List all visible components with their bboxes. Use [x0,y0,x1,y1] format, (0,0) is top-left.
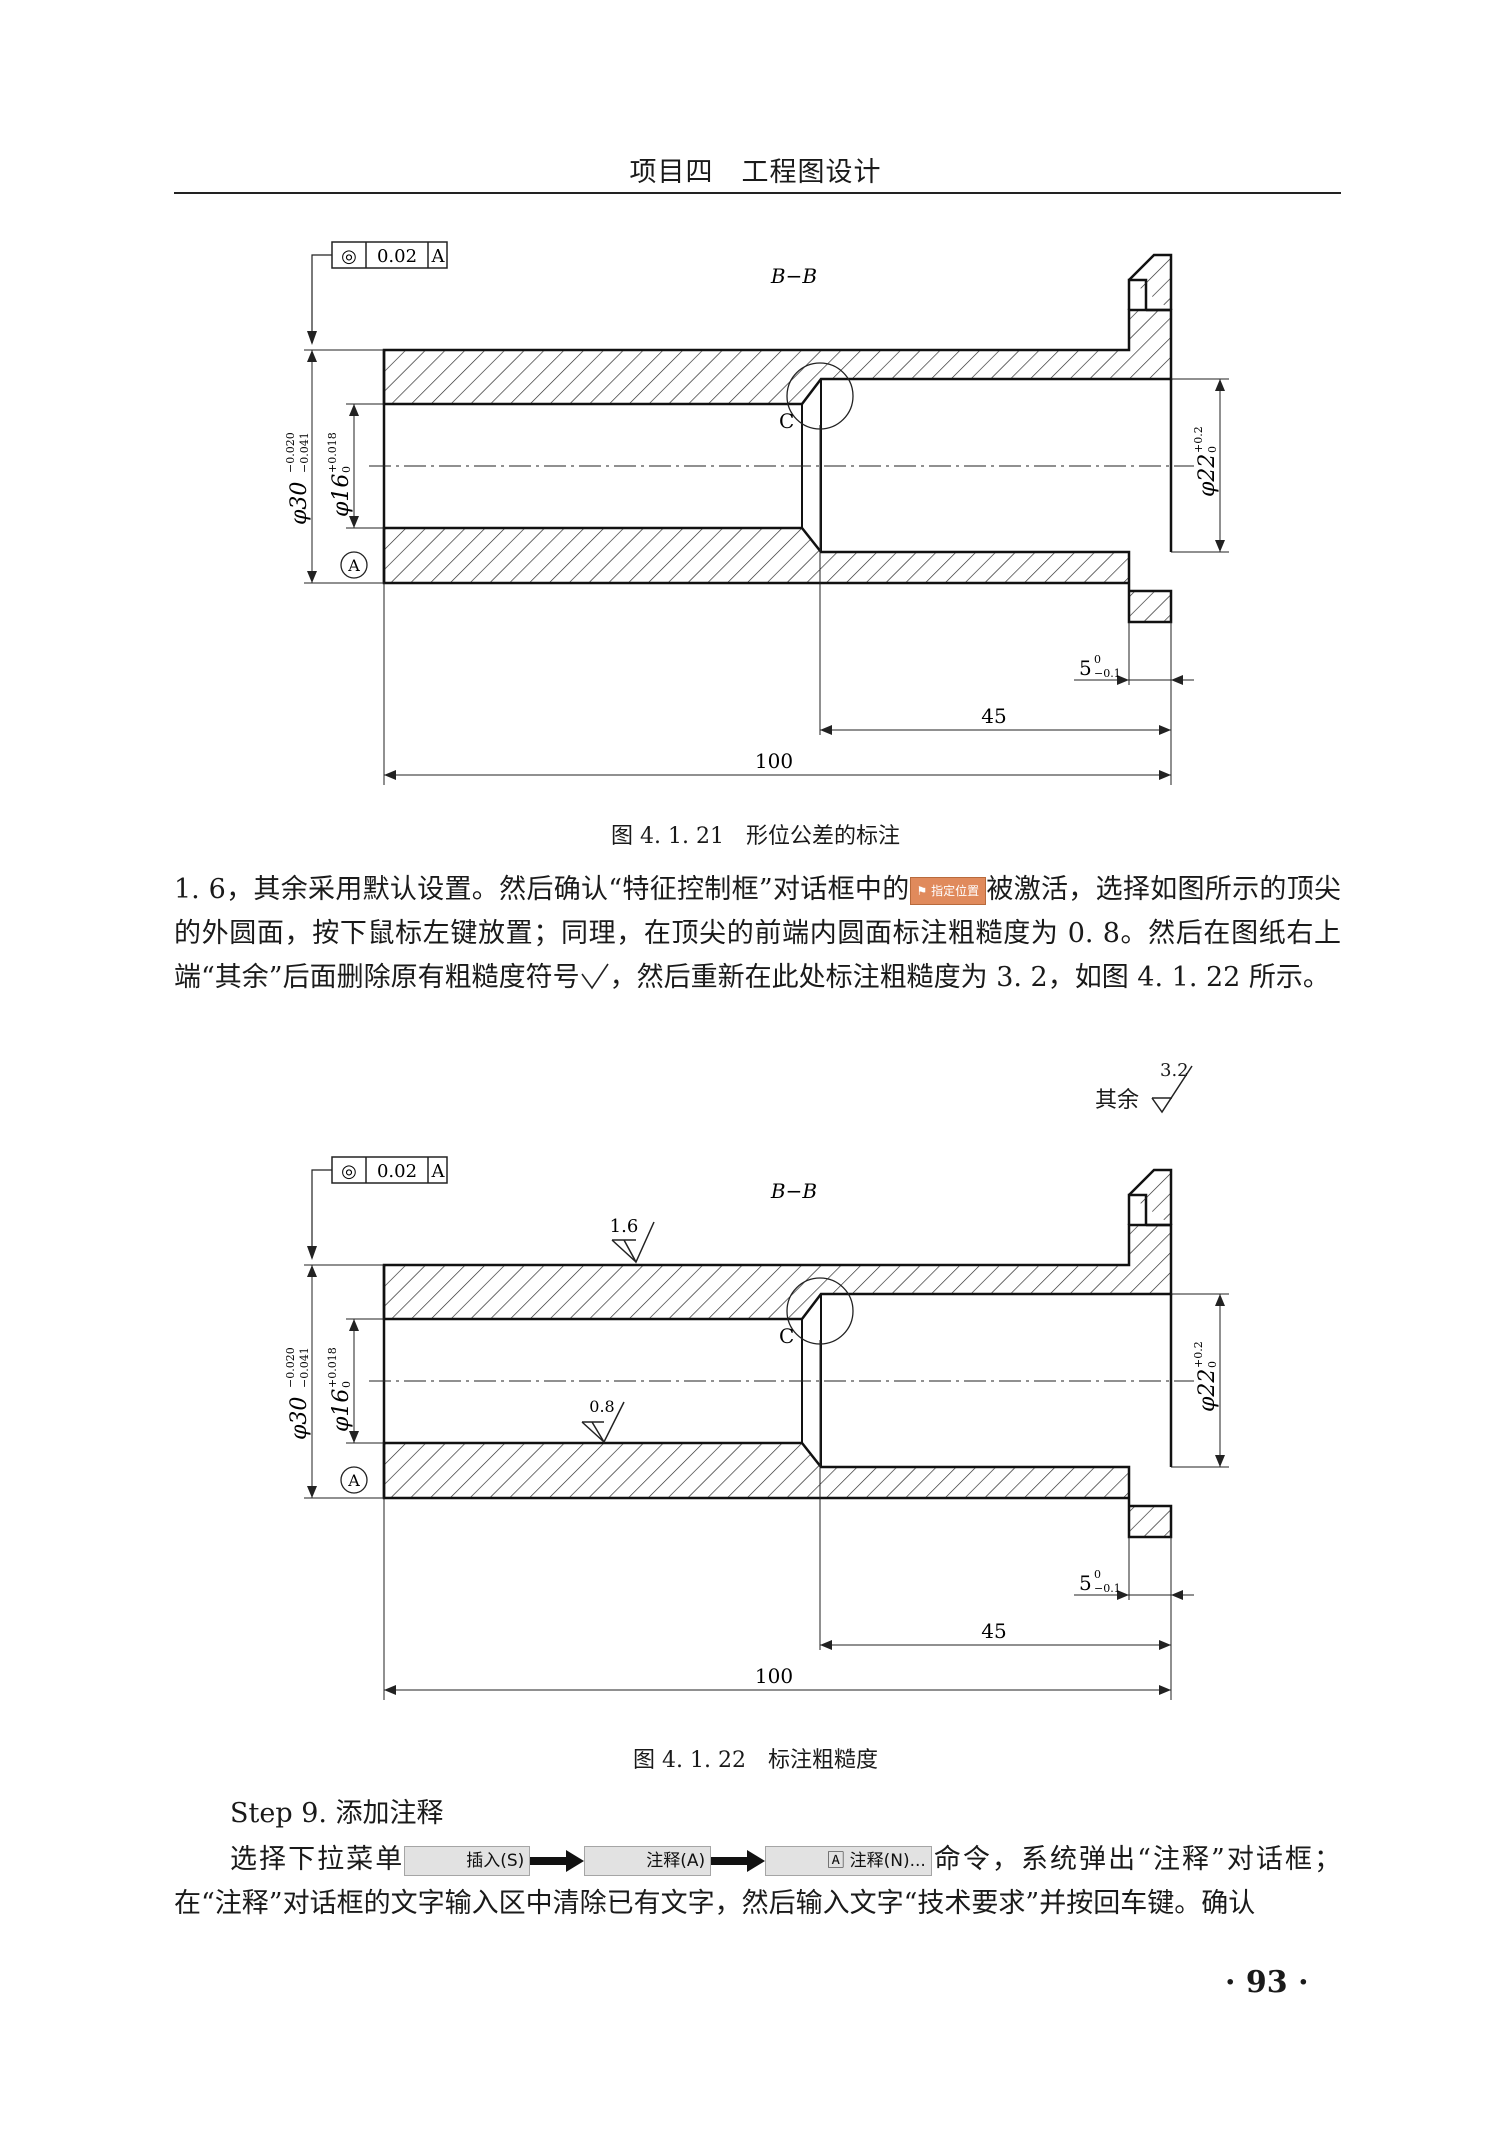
dim-phi16-upper: +0.018 [326,432,339,473]
section-label: B−B [770,264,817,288]
specify-location-button[interactable]: ⚑ 指定位置 [909,876,987,905]
remaining-roughness: 其余 3.2 [1090,1060,1210,1120]
flag-icon: ⚑ [916,883,932,898]
menu-note[interactable]: 🄰 注释(N)... [765,1845,932,1876]
dim-phi30: φ30 [287,482,312,525]
menu-note-label: 注释(N)... [849,1850,926,1871]
specify-location-label: 指定位置 [931,883,980,898]
paragraph-1-part2: 被激活，选择如图所示的顶尖的外圆面，按下鼠标左键放置；同理，在顶尖的前端内圆面标… [174,874,1341,993]
arrow-right-icon [711,1849,766,1872]
paragraph-2-rest: 命令，系统弹出“注释”对话框；在“注释”对话框的文字输入区中清除已有文字，然后输… [174,1844,1341,1919]
paragraph-1-part1: 1. 6，其余采用默认设置。然后确认“特征控制框”对话框中的 [174,874,910,905]
roughness-1-6: 1.6 [610,1216,655,1264]
chamfer-label: C [779,1324,794,1348]
dim-phi30-upper: −0.020 [284,1347,297,1388]
dim-phi30-lower: −0.041 [298,432,311,473]
left-dimensions-2: φ30 −0.020 −0.041 φ16 +0.018 0 A [284,1264,384,1499]
gdt-datum: A [431,246,446,267]
figure-2-drawing: ◎ 0.02 A B−B 1.6 C 0.8 [284,1156,1229,1700]
roughness-0-8: 0.8 [581,1397,625,1444]
running-header: 项目四 工程图设计 [629,157,882,188]
dim-phi16: φ16 [329,474,354,517]
gdt-tolerance: 0.02 [377,246,417,267]
figure-1-drawing: ◎ 0.02 A B−B C [284,241,1229,785]
concentricity-icon: ◎ [341,246,357,267]
step-title: Step 9. 添加注释 [230,1798,444,1829]
dim-45: 45 [981,704,1006,728]
dim-5: 5 [1079,1571,1092,1595]
dim-phi22-upper: +0.2 [1192,1341,1205,1368]
right-dimensions: φ22 +0.2 0 [1171,378,1229,553]
paragraph-1: 1. 6，其余采用默认设置。然后确认“特征控制框”对话框中的⚑ 指定位置被激活，… [174,868,1341,1000]
part-section-2: C [369,1168,1194,1539]
figure-1-caption: 图 4. 1. 21 形位公差的标注 [611,824,900,849]
datum-label: A [347,1471,360,1490]
datum-label: A [347,556,360,575]
right-dimensions-2: φ22 +0.2 0 [1171,1293,1229,1468]
dim-100: 100 [755,1664,793,1688]
figure-1: ◎ 0.02 A B−B C [174,225,1341,805]
dim-phi16-upper: +0.018 [326,1347,339,1388]
dim-phi22-upper: +0.2 [1192,426,1205,453]
roughness-3-2-icon [1151,1065,1193,1114]
dim-phi22-lower: 0 [1206,1361,1219,1368]
bottom-dimensions-2: 5 0 −0.1 45 100 [383,1340,1194,1700]
gdt-tolerance: 0.02 [377,1161,417,1182]
part-section: C [369,253,1194,624]
dim-phi16-lower: 0 [340,466,353,473]
remaining-roughness-value: 3.2 [1160,1060,1189,1081]
gdt-frame: ◎ 0.02 A [307,241,448,345]
dim-5-upper: 0 [1094,1568,1101,1581]
roughness-symbol-icon [580,963,609,990]
dim-45: 45 [981,1619,1006,1643]
page-number: · 93 · [1225,1965,1309,2000]
figure-2: ◎ 0.02 A B−B 1.6 C 0.8 [174,1140,1341,1720]
dim-phi22-lower: 0 [1206,446,1219,453]
remaining-label: 其余 [1095,1088,1140,1113]
dim-5-upper: 0 [1094,653,1101,666]
paragraph-1-part3: ，然后重新在此处标注粗糙度为 3. 2，如图 4. 1. 22 所示。 [609,962,1330,993]
menu-insert[interactable]: 插入(S) [404,1845,531,1876]
figure-2-caption: 图 4. 1. 22 标注粗糙度 [633,1748,878,1773]
header-rule [174,192,1341,194]
gdt-datum: A [431,1161,446,1182]
dim-phi30-upper: −0.020 [284,432,297,473]
dim-phi16-lower: 0 [340,1381,353,1388]
left-dimensions: φ30 −0.020 −0.041 φ16 +0.018 0 A [284,349,384,584]
dim-5-lower: −0.1 [1094,1582,1121,1595]
concentricity-icon: ◎ [341,1161,357,1182]
paragraph-2-lead: 选择下拉菜单 [230,1844,405,1875]
dim-phi22: φ22 [1195,454,1220,497]
arrow-right-icon [530,1849,585,1872]
dim-phi16: φ16 [329,1389,354,1432]
dim-phi30: φ30 [287,1397,312,1440]
dim-phi22: φ22 [1195,1369,1220,1412]
gdt-frame-2: ◎ 0.02 A [307,1156,448,1260]
dim-phi30-lower: −0.041 [298,1347,311,1388]
chamfer-label: C [779,409,794,433]
outer-roughness-value: 1.6 [610,1216,639,1237]
menu-annotation[interactable]: 注释(A) [584,1845,712,1876]
dim-5: 5 [1079,656,1092,680]
dim-100: 100 [755,749,793,773]
inner-roughness-value: 0.8 [589,1397,614,1416]
paragraph-2: 选择下拉菜单插入(S) 注释(A) 🄰 注释(N)...命令，系统弹出“注释”对话框… [174,1838,1341,1926]
section-label: B−B [770,1179,817,1203]
bottom-dimensions: 5 0 −0.1 45 100 [383,425,1194,785]
note-icon: 🄰 [827,1850,850,1871]
dim-5-lower: −0.1 [1094,667,1121,680]
